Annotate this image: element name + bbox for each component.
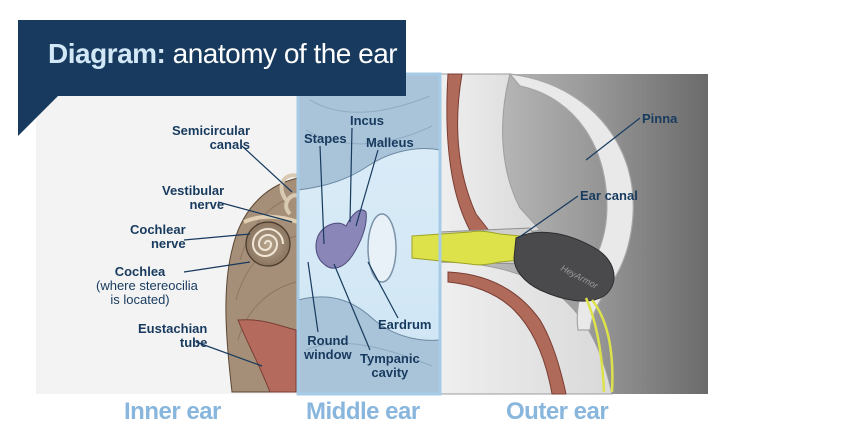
- leader-pinna: [585, 117, 641, 161]
- leader-semicircular: [241, 145, 293, 193]
- leader-cochlea: [183, 261, 251, 273]
- muscle-layer-lower: [447, 271, 567, 395]
- label-stapes: Stapes: [304, 131, 347, 146]
- section-label-outer-ear: Outer ear: [506, 398, 609, 425]
- cochlea-note-line: (where stereocilia: [96, 278, 198, 293]
- label-eustachian-tube: Eustachian tube: [138, 322, 207, 350]
- leader-vestibular: [217, 201, 293, 223]
- label-line: canals: [209, 137, 251, 152]
- label-line: Cochlea: [114, 264, 166, 279]
- label-line: window: [304, 347, 352, 362]
- cochlea-spiral: [251, 228, 284, 257]
- leader-tympanic: [333, 263, 371, 351]
- label-line: Round: [307, 333, 349, 348]
- semicircular-canals-shape: [279, 173, 300, 216]
- diagram-title: Diagram: anatomy of the ear: [48, 38, 398, 70]
- earplug-shape: [411, 230, 524, 266]
- leader-eustachian: [195, 341, 263, 367]
- hearing-device: [513, 231, 615, 302]
- label-line: Vestibular: [162, 183, 225, 198]
- title-bold: Diagram:: [48, 38, 166, 69]
- leader-round-window: [307, 261, 319, 333]
- label-line: cavity: [371, 365, 409, 380]
- label-ear-canal: Ear canal: [580, 188, 638, 203]
- label-cochlea: Cochlea (where stereocilia is located): [96, 264, 198, 307]
- eustachian-tube-shape: [237, 319, 297, 393]
- label-incus: Incus: [350, 113, 384, 128]
- device-cord: [584, 297, 614, 393]
- label-round-window: Round window: [304, 334, 352, 362]
- banner-fold: [18, 96, 58, 136]
- label-malleus: Malleus: [366, 135, 414, 150]
- label-line: nerve: [150, 236, 186, 251]
- label-line: Eustachian: [138, 321, 208, 336]
- leader-ear-canal: [517, 195, 579, 239]
- label-cochlear-nerve: Cochlear nerve: [130, 223, 186, 251]
- label-pinna: Pinna: [642, 111, 678, 126]
- section-label-inner-ear: Inner ear: [124, 398, 221, 425]
- cochlea-note-line: is located): [110, 292, 170, 307]
- label-semicircular-canals: Semicircular canals: [172, 124, 250, 152]
- eardrum-shape: [367, 213, 397, 283]
- leader-incus: [349, 127, 353, 223]
- ossicles-shape: [315, 209, 367, 269]
- label-line: tube: [179, 335, 208, 350]
- label-vestibular-nerve: Vestibular nerve: [162, 184, 224, 212]
- title-banner: Diagram: anatomy of the ear: [18, 20, 406, 96]
- label-line: nerve: [189, 197, 225, 212]
- label-eardrum: Eardrum: [378, 317, 432, 332]
- label-line: Tympanic: [360, 351, 420, 366]
- leader-stapes: [319, 145, 325, 245]
- label-line: Cochlear: [130, 222, 186, 237]
- label-line: Semicircular: [172, 123, 251, 138]
- middle-bone-lower: [297, 296, 441, 395]
- leader-cochlear-nerve: [183, 233, 251, 241]
- title-rest: anatomy of the ear: [165, 38, 398, 69]
- leader-malleus: [355, 149, 379, 227]
- leader-lines: [183, 117, 641, 367]
- middle-bone-upper: [297, 73, 441, 191]
- label-tympanic-cavity: Tympanic cavity: [360, 352, 420, 380]
- section-label-middle-ear: Middle ear: [306, 398, 420, 425]
- leader-eardrum: [367, 261, 399, 319]
